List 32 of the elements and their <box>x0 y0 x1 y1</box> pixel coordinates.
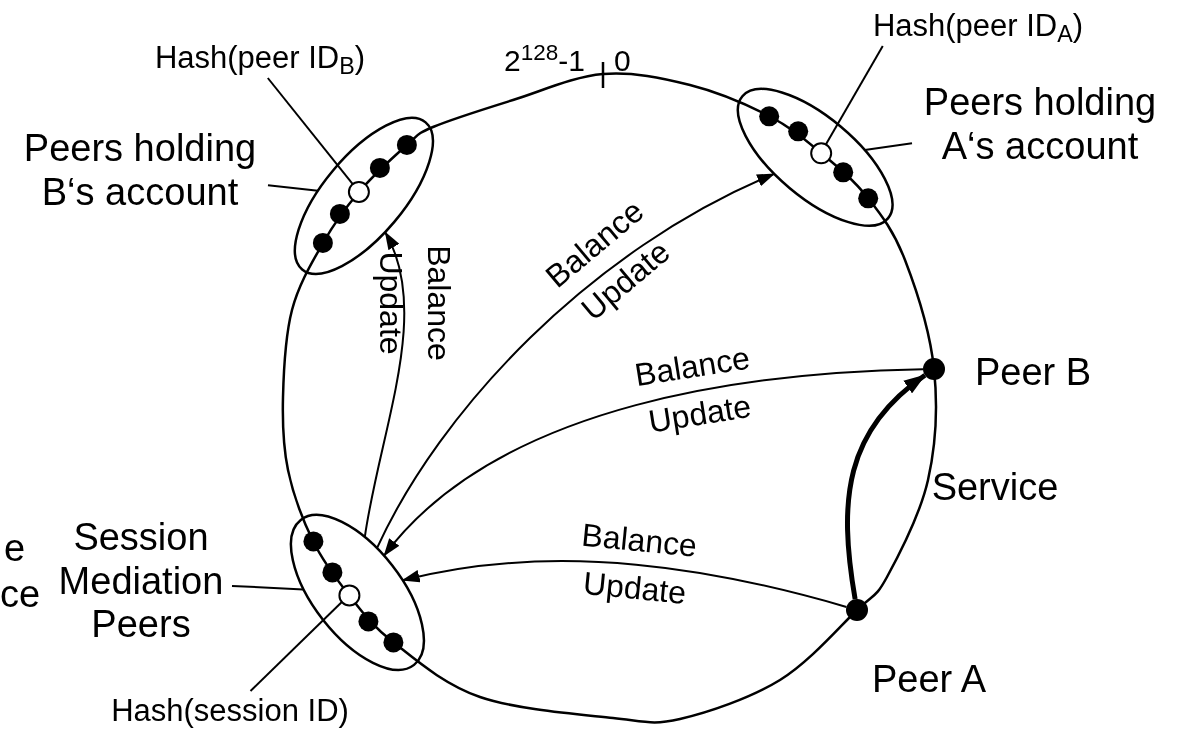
edge-label: Balance Update <box>372 244 458 363</box>
arrow <box>363 231 406 539</box>
arrow <box>383 368 924 557</box>
leader-line <box>231 584 305 591</box>
hollow-dot <box>348 181 370 203</box>
leader-line <box>825 45 884 146</box>
text-fragment: ce <box>0 572 41 617</box>
node-label: Hash(peer ID$_{B}$) <box>140 38 380 78</box>
arrow <box>845 373 927 600</box>
edge-label: Balance Update <box>631 338 755 442</box>
edge-label: Balance Update <box>579 515 700 613</box>
leader-line <box>267 184 319 192</box>
leader-line <box>863 142 913 151</box>
peer-group-ellipse <box>734 85 896 229</box>
node-label: Hash(session ID) <box>105 691 355 731</box>
hollow-dot <box>338 584 360 606</box>
text-fragment: e <box>4 526 26 571</box>
leader-line <box>249 601 343 692</box>
node-label: Peers holding B‘s account <box>12 126 268 216</box>
node-label: Hash(peer ID$_{A}$) <box>858 6 1098 46</box>
arrow <box>401 560 848 608</box>
edge-label: Service <box>930 465 1060 510</box>
ring-position-label: 2$^{128}$-1 <box>504 38 585 79</box>
ring-position-label: 0 <box>614 43 631 79</box>
node-caption: Peer B <box>975 350 1092 394</box>
node-label: Session Mediation Peers <box>50 514 232 649</box>
arrow <box>375 172 776 550</box>
node-label: Peers holding A‘s account <box>912 80 1168 170</box>
peer-group-ellipse <box>287 511 427 673</box>
node-caption: Peer A <box>872 657 987 701</box>
leader-line <box>266 77 354 186</box>
hollow-dot <box>810 142 832 164</box>
